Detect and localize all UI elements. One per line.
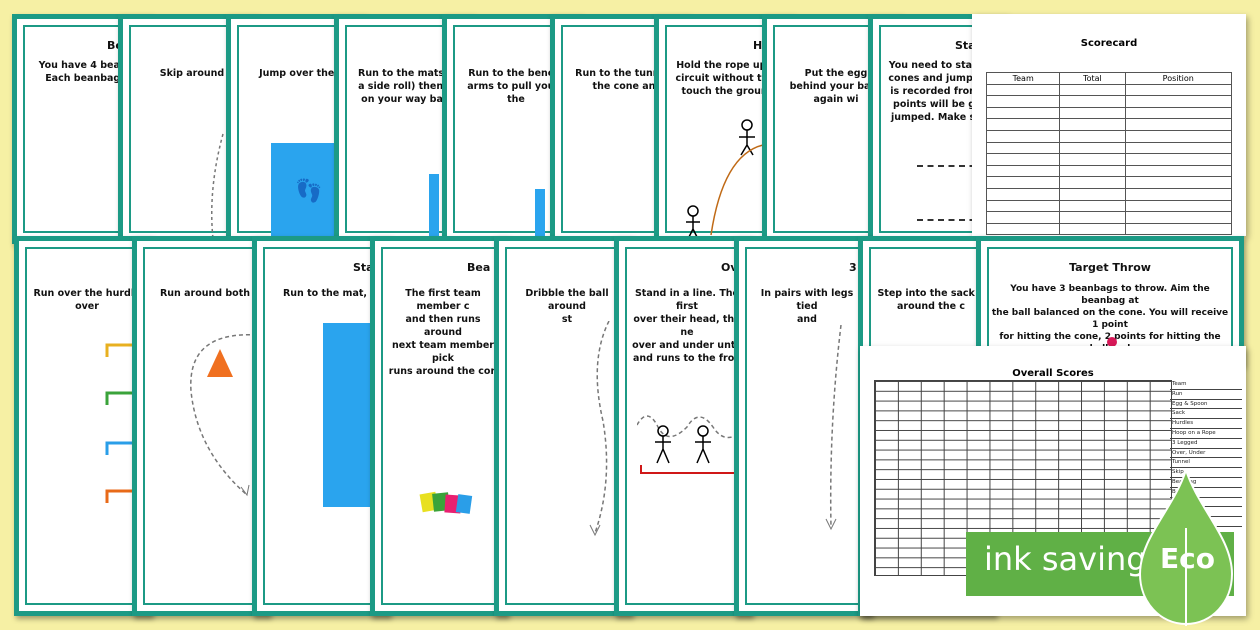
- activity-card: Bea The first team member c and then run…: [370, 236, 508, 616]
- card-text: Stand in a line. The first over their he…: [632, 288, 742, 364]
- cone-icon: [207, 349, 233, 377]
- card-title: Sta: [353, 261, 374, 274]
- card-title: Bea: [467, 261, 491, 274]
- bench-shape: [535, 189, 545, 239]
- card-text: Run around both: [159, 288, 251, 299]
- dashed-path: [211, 133, 224, 239]
- ink-saving-text: ink saving: [984, 540, 1147, 578]
- dashed-path: [825, 325, 842, 531]
- stick-figures: [686, 119, 764, 239]
- dashed-line: [917, 165, 1003, 167]
- stick-figures: [637, 415, 747, 474]
- card-text: The first team member c and then runs ar…: [388, 288, 498, 377]
- col-header: Team: [985, 72, 1061, 85]
- card-text: Dribble the ball around st: [525, 288, 609, 325]
- footprint-icon: 👣: [295, 179, 323, 204]
- card-text: Run to the mat,: [282, 288, 368, 299]
- card-text: In pairs with legs tied and: [760, 288, 854, 325]
- activity-card: Dribble the ball around st: [494, 236, 632, 616]
- ball-icon: [1107, 337, 1117, 347]
- scorecard-title: Scorecard: [1080, 38, 1138, 49]
- activity-card: Sta Run to the mat,: [252, 236, 390, 616]
- mat-shape: [429, 174, 439, 239]
- card-text: Run over the hurdle over: [33, 288, 141, 312]
- col-header: Total: [1059, 72, 1126, 85]
- beanbag-icon: [455, 494, 473, 514]
- card-text: Run to the bench, arms to pull yours the: [467, 68, 565, 105]
- col-header: Position: [1124, 72, 1233, 85]
- overall-title: Overall Scores: [1012, 368, 1094, 379]
- eco-label: Eco: [1160, 542, 1215, 575]
- card-text: Step into the sack a around the c: [877, 288, 984, 312]
- scorecard-sheet: Scorecard Team Total Position: [972, 14, 1246, 236]
- card-title: 3: [849, 261, 857, 274]
- card-text: Run to the tunnel, the cone an: [575, 68, 673, 92]
- card-title: Ov: [721, 261, 738, 274]
- activity-card: Ov Stand in a line. The first over their…: [614, 236, 752, 616]
- activity-card: Target Throw You have 3 beanbags to thro…: [976, 236, 1244, 366]
- dashed-path: [589, 321, 610, 537]
- activity-card: Run around both: [132, 236, 270, 616]
- dashed-path: [190, 334, 258, 497]
- hurdles-icon: [105, 343, 135, 503]
- card-title: Target Throw: [1069, 261, 1151, 274]
- card-text: Skip around: [159, 68, 225, 79]
- activity-card: 3 In pairs with legs tied and: [734, 236, 872, 616]
- eco-leaf-icon: [1138, 468, 1234, 626]
- dashed-line: [917, 219, 1003, 221]
- scorecard-table: Team Total Position: [985, 72, 1233, 236]
- activity-card: Run over the hurdle over: [14, 236, 152, 616]
